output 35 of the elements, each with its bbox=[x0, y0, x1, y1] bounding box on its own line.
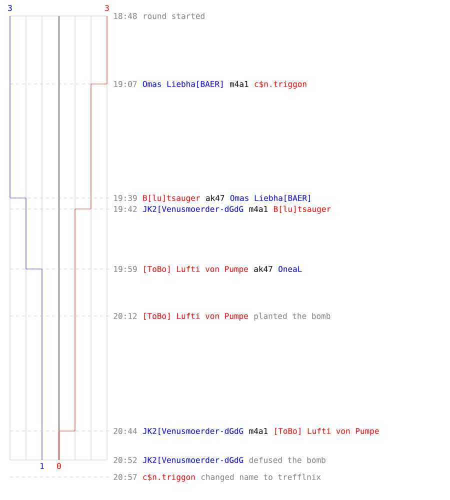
time-label: 18:48 bbox=[114, 12, 137, 20]
count-label: 0 bbox=[57, 462, 61, 470]
weapon-label: m4a1 bbox=[249, 206, 268, 212]
time-label: 19:07 bbox=[114, 80, 137, 88]
time-label: 20:12 bbox=[114, 312, 137, 320]
weapon-label: m4a1 bbox=[230, 81, 248, 88]
player-name: B[lu]tsauger bbox=[143, 194, 200, 203]
weapon-label: ak47 bbox=[254, 266, 272, 272]
player-name: JK2[Venusmoerder-dGdG bbox=[142, 206, 244, 213]
event-text: changed name to trefflnix bbox=[201, 474, 321, 482]
player-name: JK2[Venusmoerder-dGdG bbox=[142, 456, 244, 464]
time-label: 19:59 bbox=[114, 266, 137, 272]
player-name: c$n.triggon bbox=[254, 80, 306, 89]
weapon-label: ak47 bbox=[206, 194, 224, 202]
time-label: 20:44 bbox=[114, 428, 137, 434]
player-name: [ToBo] Lufti von Pumpe bbox=[144, 312, 248, 321]
player-name: [ToBo] Lufti von Pumpe bbox=[275, 428, 379, 436]
count-label: 1 bbox=[40, 463, 44, 469]
time-label: 19:42 bbox=[114, 206, 137, 212]
player-name: B[lu]tsauger bbox=[274, 206, 331, 214]
count-label: 3 bbox=[8, 4, 12, 12]
player-name: c$n.triggon bbox=[143, 474, 195, 482]
time-label: 20:57 bbox=[114, 474, 137, 480]
event-text: round started bbox=[144, 12, 204, 20]
player-name: Omas Liebha[BAER] bbox=[230, 194, 310, 202]
time-label: 20:52 bbox=[114, 456, 137, 464]
player-name: JK2[Venusmoerder-dGdG bbox=[142, 428, 244, 435]
event-text: defused the bomb bbox=[249, 456, 326, 464]
event-text: planted the bomb bbox=[254, 312, 330, 321]
weapon-label: m4a1 bbox=[249, 428, 268, 434]
time-label: 19:39 bbox=[114, 194, 137, 202]
player-name: [ToBo] Lufti von Pumpe bbox=[144, 266, 248, 274]
player-name: Omas Liebha[BAER] bbox=[142, 80, 223, 88]
player-name: OneaL bbox=[278, 266, 302, 272]
count-label: 3 bbox=[105, 4, 109, 12]
